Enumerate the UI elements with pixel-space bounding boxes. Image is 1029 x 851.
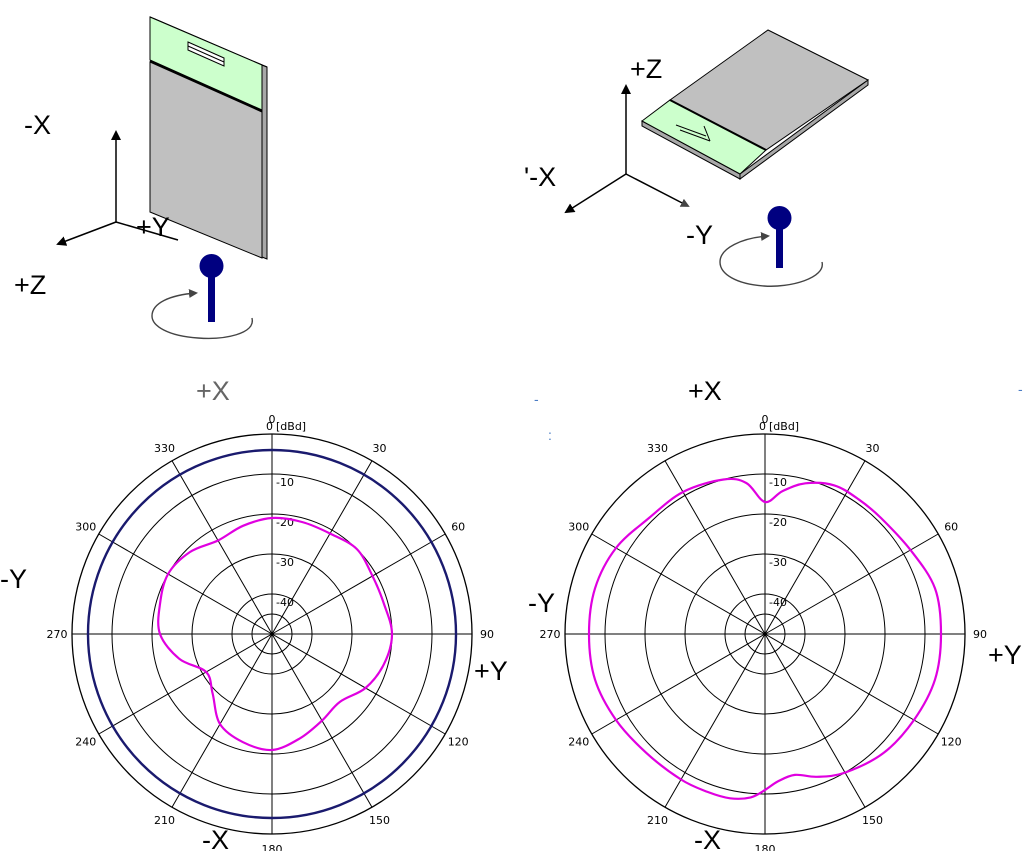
polar-radial-tick-label: -40 — [769, 596, 787, 609]
polar-spoke — [171, 460, 273, 635]
polar-angle-tick-label: 240 — [75, 736, 96, 749]
polar-spoke — [271, 460, 373, 635]
right-axis-label-y: -Y — [686, 220, 713, 250]
polar-spoke — [764, 633, 939, 735]
polar-radial-tick-label: 0 — [266, 420, 273, 433]
polar-angle-tick-label: 150 — [369, 814, 390, 827]
polar-radial-tick-label: -10 — [276, 476, 294, 489]
polar-reference-series — [86, 448, 458, 820]
polar-radial-tick-label: -20 — [769, 516, 787, 529]
rotation-arrow-icon — [719, 232, 823, 287]
polar-spoke — [171, 633, 273, 808]
polar-angle-tick-label: 120 — [448, 736, 469, 749]
polar-angle-tick-label: 210 — [647, 814, 668, 827]
polar-angle-tick-label: 270 — [47, 628, 68, 641]
polar-angle-tick-label: 180 — [262, 843, 283, 851]
polar-left-label-left: -Y — [0, 564, 27, 594]
left-axes — [56, 130, 179, 246]
left-axis-label-z: +Z — [14, 270, 46, 300]
rotation-arrow-icon — [151, 289, 253, 340]
polar-angle-tick-label: 90 — [480, 628, 494, 641]
right-axes — [564, 84, 690, 214]
polar-left-label-right: +Y — [474, 656, 508, 686]
polar-spoke — [591, 633, 766, 735]
polar-angle-tick-label: 60 — [451, 521, 465, 534]
polar-left-extra-mark: : — [548, 427, 552, 443]
polar-radial-tick-label: -30 — [769, 556, 787, 569]
polar-pattern-series — [157, 516, 394, 752]
polar-angle-tick-label: 150 — [862, 814, 883, 827]
polar-spoke — [591, 533, 766, 635]
polar-right-label-top: +X — [688, 376, 722, 406]
polar-angle-tick-label: 60 — [944, 521, 958, 534]
polar-angle-tick-label: 330 — [647, 442, 668, 455]
polar-right-side-mark: - — [1018, 381, 1023, 397]
polar-spoke — [664, 460, 766, 635]
antenna-icon — [199, 254, 224, 322]
polar-angle-tick-label: 300 — [75, 521, 96, 534]
polar-angle-tick-label: 180 — [755, 843, 776, 851]
polar-angle-tick-label: 270 — [540, 628, 561, 641]
polar-left-side-mark: - — [534, 391, 539, 407]
polar-radial-tick-label: -10 — [769, 476, 787, 489]
polar-angle-tick-label: 120 — [941, 736, 962, 749]
polar-pattern-series — [587, 477, 943, 800]
device-icon — [149, 16, 268, 260]
polar-right-label-bottom: -X — [694, 825, 721, 851]
polar-spoke — [764, 460, 866, 635]
polar-left-label-bottom: -X — [202, 825, 229, 851]
polar-angle-tick-label: 300 — [568, 521, 589, 534]
polar-spoke — [664, 633, 766, 808]
polar-unit-label: [dBd] — [769, 420, 799, 433]
left-axis-label-x: -X — [24, 110, 51, 140]
left-setup: -X +Y +Z — [14, 16, 268, 340]
polar-angle-tick-label: 0 — [762, 413, 769, 426]
polar-spoke — [764, 533, 939, 635]
right-axis-label-x: '-X — [524, 162, 556, 192]
polar-right-label-right: +Y — [988, 640, 1022, 670]
right-setup: +Z '-X -Y — [524, 29, 869, 287]
polar-angle-tick-label: 240 — [568, 736, 589, 749]
polar-unit-label: [dBd] — [276, 420, 306, 433]
polar-angle-tick-label: 0 — [269, 413, 276, 426]
antenna-icon — [767, 206, 792, 268]
left-axis-label-y: +Y — [136, 212, 170, 242]
polar-radial-tick-label: -30 — [276, 556, 294, 569]
polar-spoke — [98, 633, 273, 735]
polar-right-label-left: -Y — [528, 588, 555, 618]
polar-left-label-top: +X — [196, 376, 230, 406]
polar-angle-tick-label: 210 — [154, 814, 175, 827]
polar-chart-right: 0 30 60 90 120 150 180 210 240 270 300 330 0 -10 -20 -3… — [540, 413, 988, 851]
polar-angle-tick-label: 330 — [154, 442, 175, 455]
polar-chart-left: 03060901201501802102402703003300-10-20-3… — [47, 413, 495, 851]
polar-angle-tick-label: 90 — [973, 628, 987, 641]
polar-radial-tick-label: 0 — [759, 420, 766, 433]
polar-spoke — [271, 533, 446, 635]
polar-spoke — [764, 633, 866, 808]
right-axis-label-z: +Z — [630, 54, 662, 84]
polar-spoke — [98, 533, 273, 635]
polar-angle-tick-label: 30 — [373, 442, 387, 455]
polar-spoke — [271, 633, 446, 735]
device-icon — [641, 29, 869, 180]
polar-angle-tick-label: 30 — [866, 442, 880, 455]
polar-radial-tick-label: -40 — [276, 596, 294, 609]
